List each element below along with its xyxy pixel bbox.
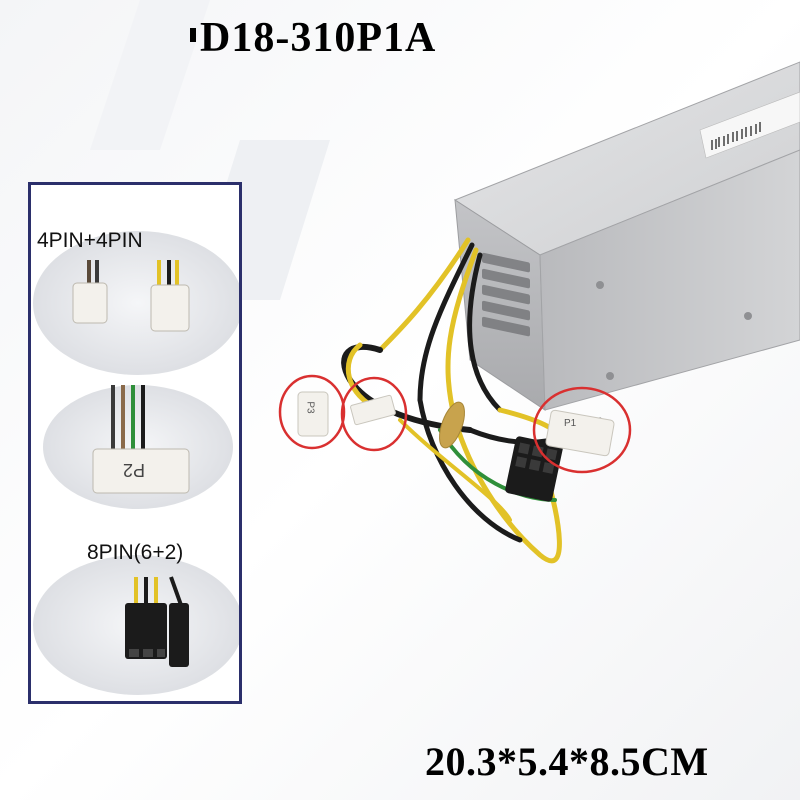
p3-connector-photo	[297, 391, 329, 437]
screw	[744, 312, 752, 320]
screw	[596, 281, 604, 289]
p1-connector-photo	[545, 409, 615, 457]
connector-panel: 4PIN+4PIN P2 8PIN(6+2)	[28, 182, 242, 704]
highlight-circle-p1	[532, 386, 632, 474]
title-mark	[190, 28, 196, 42]
screw	[606, 372, 614, 380]
dimensions-text: 20.3*5.4*8.5CM	[425, 739, 709, 784]
p1-tag: P1	[564, 418, 577, 429]
highlight-circle-p3	[278, 374, 346, 450]
connector-panel-art	[33, 231, 239, 695]
p2-tag: P2	[123, 460, 146, 480]
eight-pin-connector-photo	[505, 436, 563, 502]
four-pin-label: 4PIN+4PIN	[37, 229, 143, 252]
psu-side-face	[539, 149, 800, 411]
eight-pin-label: 8PIN(6+2)	[87, 541, 184, 564]
p2-connector-photo	[92, 385, 190, 494]
four-pin-pair-photo	[72, 260, 190, 332]
model-title: D18-310P1A	[200, 15, 437, 61]
connector-disc-top	[33, 231, 239, 375]
p3-tag: P3	[304, 401, 316, 414]
fan-grille	[482, 252, 530, 337]
highlight-circle-sata	[340, 376, 408, 452]
barcode-sticker	[699, 91, 800, 159]
sata-connector-photo	[350, 394, 396, 426]
eight-pin-photo	[125, 576, 189, 667]
